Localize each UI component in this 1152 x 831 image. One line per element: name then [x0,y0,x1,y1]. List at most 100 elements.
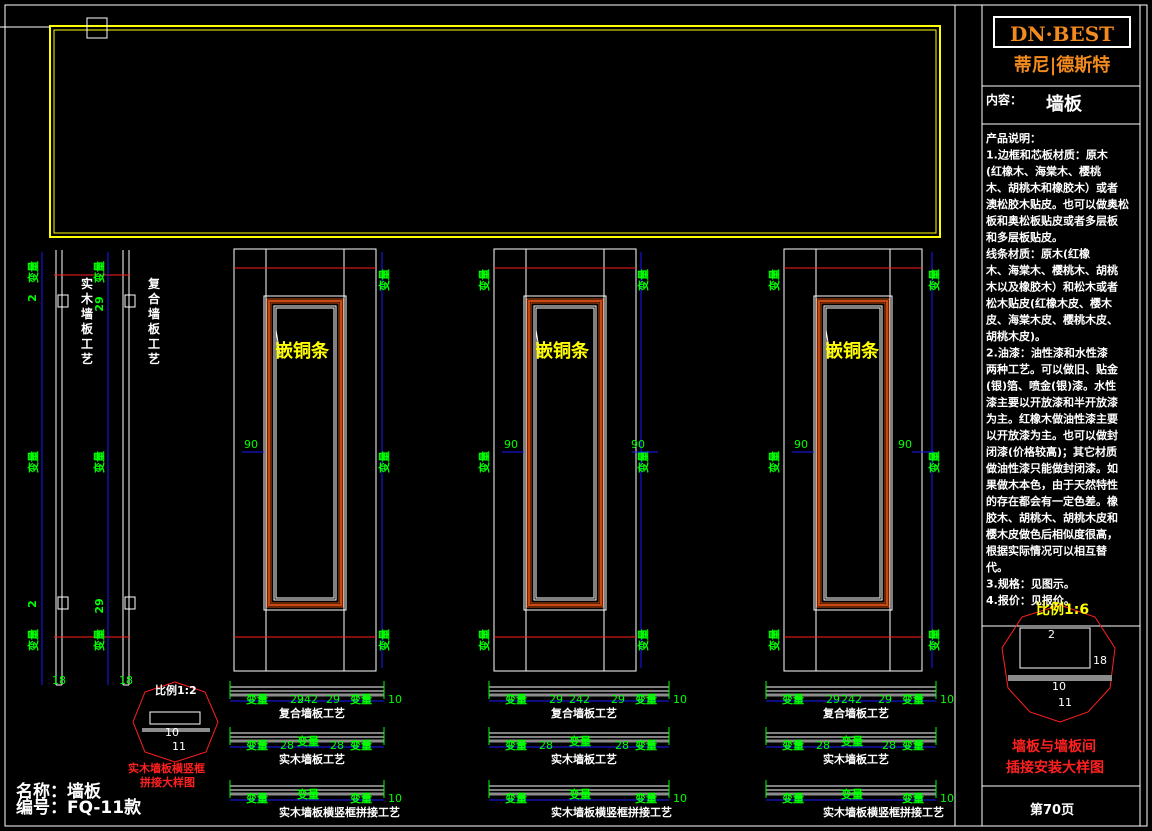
vertical-char: 艺 [148,351,160,366]
detail-left-caption: 实木墙板横竖框 [128,761,205,775]
dim-variable: 变量 [26,451,40,473]
raised-panel-frame [533,305,597,601]
raised-panel-frame [273,305,337,601]
top-elevation-outer [49,25,941,238]
section-solid-joint [57,294,69,308]
dim-variable: 变量 [377,451,391,473]
dim-variable: 变量 [26,629,40,651]
inlay-label: 嵌铜条 [825,340,880,362]
section-caption: 复合墙板工艺 [550,706,617,720]
outer-border [4,4,1148,827]
detail-left-profile [149,711,201,725]
detail-right-scale: 比例1:6 [1036,601,1089,618]
dim-variable: 变量 [350,692,372,706]
dim-29: 29 [878,693,892,706]
dim-29: 29 [93,598,106,613]
dim-variable: 变量 [927,629,941,651]
vertical-char: 板 [148,321,161,336]
dim-stile: 90 [794,438,808,451]
dim-variable: 变量 [902,738,924,752]
dim-variable: 变量 [92,451,106,473]
raised-panel-frame [270,302,340,604]
note-line: 产品说明： [986,131,1041,145]
dim-variable: 变量 [92,261,106,283]
vertical-char: 艺 [81,351,93,366]
note-line: 1.边框和芯板材质：原木 [986,148,1109,162]
dim-28: 28 [539,739,553,752]
page-number: 第70页 [1030,802,1074,818]
note-line: 木以及橡胶木）和松木或者 [985,280,1118,294]
dim-variable: 变量 [636,629,650,651]
inlay-leader [535,329,541,356]
note-line: 和多层板贴皮。 [986,230,1063,244]
viewport-marker [86,17,108,39]
note-line: 胡桃木皮)。 [986,329,1046,343]
note-line: 的存在都会有一定色差。橡 [986,494,1118,508]
side-label-composite: 复合墙板工艺 [147,276,161,366]
raised-panel-frame [530,302,600,604]
raised-panel-frame [266,298,344,608]
dim-stile: 90 [504,438,518,451]
raised-panel-frame [275,307,335,599]
vertical-char: 板 [81,321,94,336]
raised-panel-frame [816,298,890,608]
note-line: 4.报价：见报价。 [986,593,1075,607]
detail-right-dim: 10 [1052,680,1066,693]
dim-variable: 变量 [902,791,924,805]
detail-circle-left [132,681,219,763]
dim-29: 29 [826,693,840,706]
dim-10: 10 [940,792,954,805]
note-line: 漆主要以开放漆和半开放漆 [986,395,1118,409]
note-line: 松木贴皮(红橡木皮、樱木 [986,296,1113,310]
dim-variable: 变量 [350,738,372,752]
dim-28: 28 [882,739,896,752]
dim-variable: 变量 [767,629,781,651]
vertical-char: 工 [148,337,160,351]
dim-variable: 变量 [841,734,863,748]
dim-28: 28 [280,739,294,752]
side-label-solid: 实木墙板工艺 [80,276,94,366]
dim-variable: 变量 [782,738,804,752]
dim-29: 29 [93,296,106,311]
dim-29: 29 [549,693,563,706]
raised-panel-frame [823,305,883,601]
detail-left-dim: 10 [165,726,179,739]
dim-variable: 变量 [569,734,591,748]
note-line: 代。 [985,560,1008,574]
dim-variable: 变量 [782,791,804,805]
raised-panel-frame [825,307,881,599]
section-caption: 实木墙板横竖框拼接工艺 [551,805,672,819]
dim-variable: 变量 [782,692,804,706]
detail-right-dim: 18 [1093,654,1107,667]
vertical-char: 木 [80,291,94,306]
dim-stile: 90 [244,438,258,451]
dim-10: 10 [673,792,687,805]
detail-left-caption: 拼接大样图 [140,775,195,789]
dim-28: 28 [615,739,629,752]
dim-variable: 变量 [477,451,491,473]
dim-variable: 变量 [841,787,863,801]
note-line: 胶木、胡桃木、胡桃木皮和 [986,511,1118,525]
detail-right-dim: 2 [1048,628,1055,641]
wall-panel-3 [783,248,923,672]
note-line: 板和奥松板贴皮或者多层板 [986,214,1119,228]
wall-panel-1 [233,248,377,672]
section-caption: 实木墙板工艺 [551,752,617,766]
note-line: 为主。红橡木做油性漆主要 [986,412,1118,426]
dim-variable: 变量 [505,791,527,805]
vertical-char: 墙 [81,306,93,321]
note-line: 2.油漆：油性漆和水性漆 [986,346,1108,360]
section-caption: 实木墙板工艺 [279,752,345,766]
dim-variable: 变量 [246,692,268,706]
dim-variable: 变量 [635,791,657,805]
dim-29: 29 [290,693,304,706]
dim-18: 18 [119,674,133,687]
vertical-char: 墙 [148,306,160,321]
dim-10: 10 [388,792,402,805]
note-line: 以开放漆为主。也可以做封 [986,428,1118,442]
dim-stile: 90 [631,438,645,451]
dim-variable: 变量 [927,269,941,291]
vertical-char: 合 [148,291,161,306]
detail-left-scale: 比例1:2 [155,683,197,697]
section-solid-joint [57,596,69,610]
